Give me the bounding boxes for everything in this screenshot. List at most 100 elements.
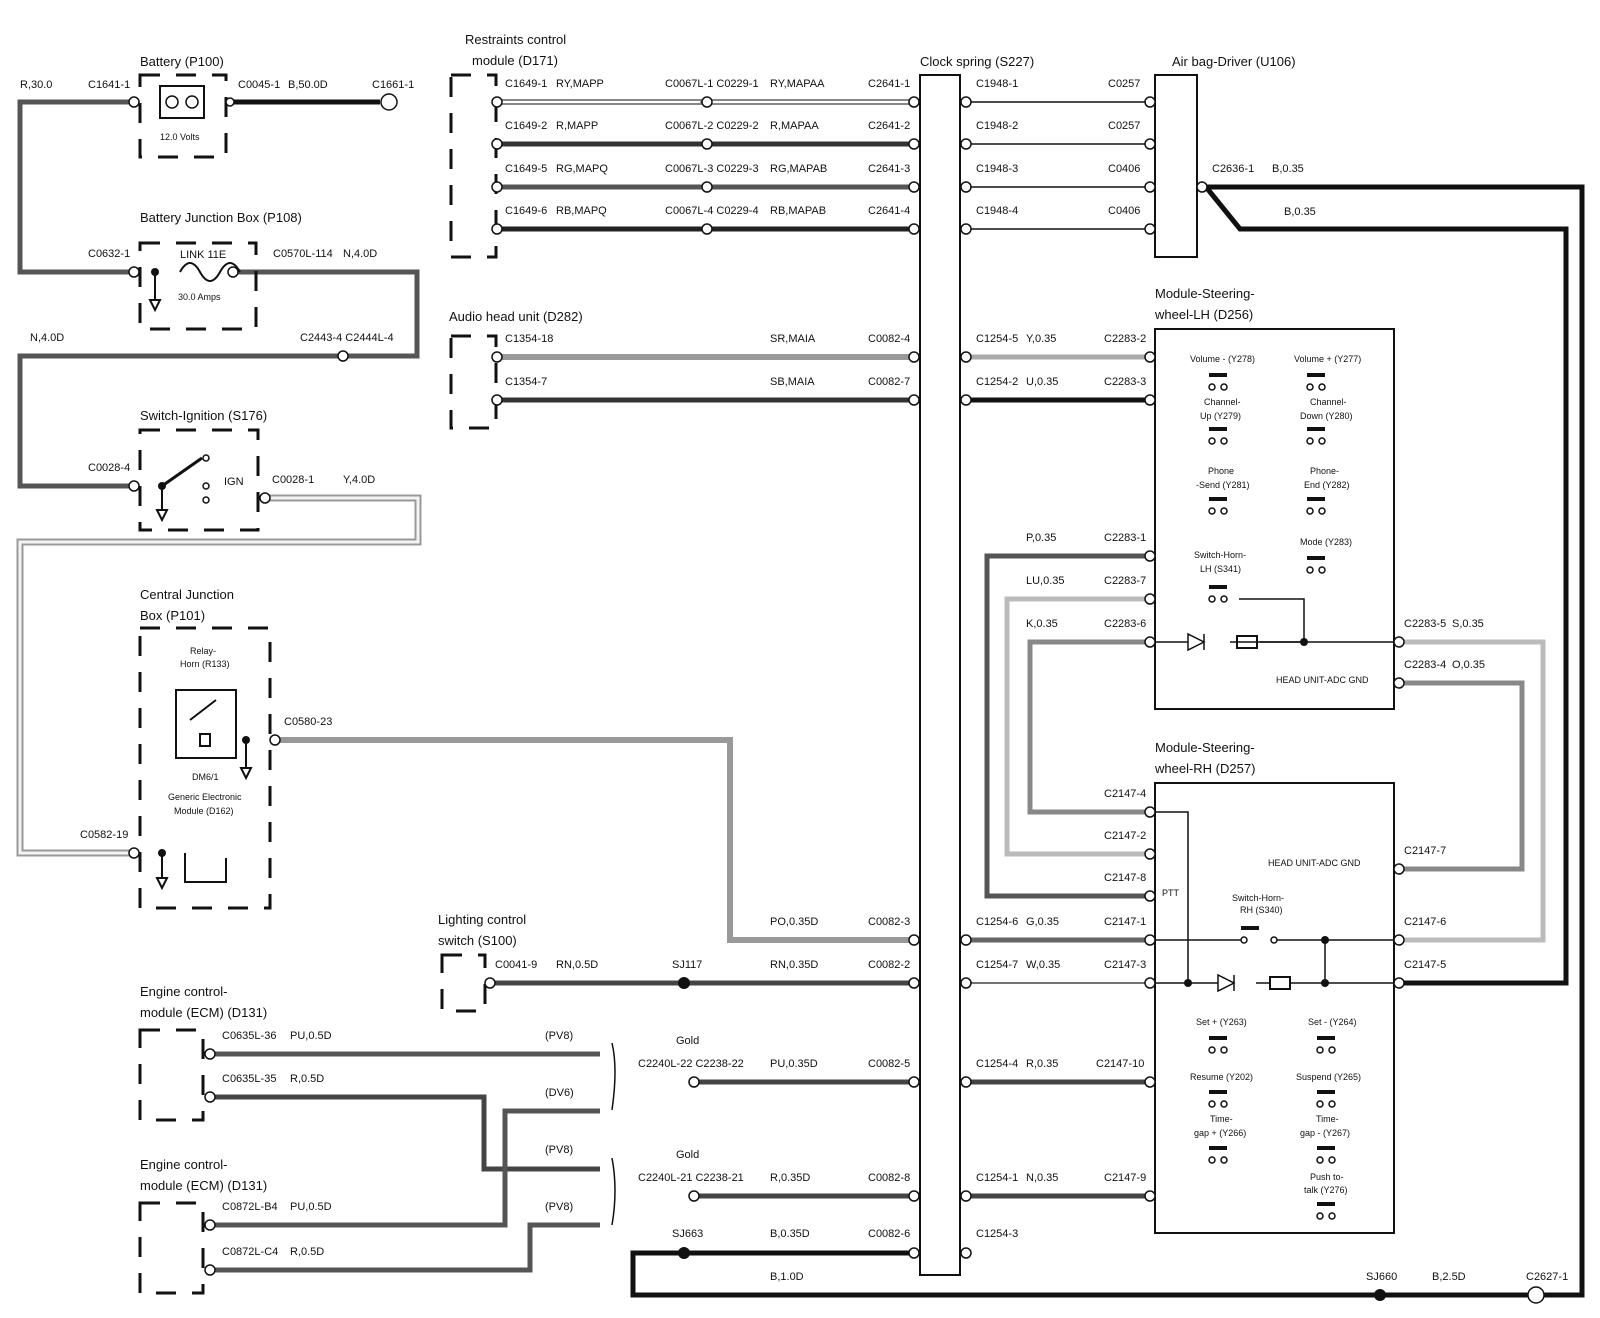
wire-label: C0570L-114 [273, 248, 333, 260]
swlh-box [1154, 328, 1395, 710]
wire-label: Module-Steering- [1155, 286, 1255, 301]
wire-label: R,0.5D [290, 1246, 324, 1258]
wire-label: C0406 [1108, 163, 1140, 175]
wire-label: C0580-23 [284, 716, 332, 728]
wire-label: C2240L-22 C2238-22 [638, 1058, 744, 1070]
battery-box [138, 73, 228, 159]
wire-label: PU,0.5D [290, 1030, 332, 1042]
pins [128, 93, 1545, 1304]
wire-label: B,50.0D [288, 79, 328, 91]
wire-label: C0082-8 [868, 1172, 910, 1184]
wire-label: (PV8) [545, 1144, 573, 1156]
wire-label: K,0.35 [1026, 618, 1058, 630]
wire-label: C1649-1 [505, 78, 547, 90]
wire-label: C0635L-35 [222, 1073, 276, 1085]
wire-label: B,0.35 [1284, 206, 1316, 218]
wire-label: Generic Electronic [168, 792, 242, 802]
wire-label: Channel- [1204, 397, 1241, 407]
wire-b035-a [1204, 185, 1569, 986]
led-icon [1187, 632, 1206, 652]
splice-sj117 [678, 977, 690, 989]
wire-label: R,30.0 [20, 79, 52, 91]
wire-label: C0067L-4 C0229-4 [665, 205, 759, 217]
wire-label: IGN [224, 476, 244, 488]
wire-s035 [1396, 639, 1546, 943]
relay-horn-box [175, 689, 237, 759]
wire-label: Switch-Horn- [1194, 550, 1246, 560]
wire-label: Relay- [190, 646, 216, 656]
wire-label: -Send (Y281) [1196, 480, 1250, 490]
wire-label: PTT [1162, 888, 1180, 898]
wire-label: Module-Steering- [1155, 740, 1255, 755]
wire-label: RY,MAPAA [770, 78, 825, 90]
wire-label: C0406 [1108, 205, 1140, 217]
wire-label: switch (S100) [438, 933, 517, 948]
wire-label: C1254-1 [976, 1172, 1018, 1184]
wire-label: C1661-1 [372, 79, 414, 91]
splice-sj660 [1374, 1289, 1386, 1301]
wire-label: Air bag-Driver (U106) [1172, 54, 1296, 69]
wire-label: C2283-4 [1404, 659, 1446, 671]
wire-label: End (Y282) [1304, 480, 1350, 490]
wire-label: C1948-4 [976, 205, 1018, 217]
cjb-box [138, 626, 272, 910]
wire-label: C2147-1 [1104, 916, 1146, 928]
wire-label: N,0.35 [1026, 1172, 1058, 1184]
wire-label: Up (Y279) [1200, 411, 1241, 421]
wire-label: Gold [676, 1035, 699, 1047]
wire-label: C0082-5 [868, 1058, 910, 1070]
wire-label: Set + (Y263) [1196, 1017, 1247, 1027]
wire-label: (PV8) [545, 1030, 573, 1042]
wire-label: gap - (Y267) [1300, 1128, 1350, 1138]
wire-label: C0872L-B4 [222, 1201, 278, 1213]
wire-label: Volume + (Y277) [1294, 354, 1361, 364]
wire-label: C2283-2 [1104, 333, 1146, 345]
wire-label: C0582-19 [80, 829, 128, 841]
wire-label: C0635L-36 [222, 1030, 276, 1042]
wire-lu035 [1004, 596, 1153, 857]
wire-label: B,1.0D [770, 1271, 804, 1283]
wire-label: PU,0.5D [290, 1201, 332, 1213]
wire-label: LU,0.35 [1026, 575, 1065, 587]
wire-label: G,0.35 [1026, 916, 1059, 928]
wire-b035-b [1206, 184, 1585, 1298]
wire-label: HEAD UNIT-ADC GND [1276, 675, 1369, 685]
wire-label: LH (S341) [1200, 564, 1241, 574]
wire-label: RG,MAPAB [770, 163, 827, 175]
wire-n4-bot [17, 353, 340, 489]
ground-c2627 [1527, 1286, 1545, 1304]
wire-n4-top [233, 269, 420, 359]
wire-label: C1254-7 [976, 959, 1018, 971]
wire-label: C1948-1 [976, 78, 1018, 90]
wire-p035 [984, 553, 1153, 899]
wire-label: RG,MAPQ [556, 163, 608, 175]
wire-label: N,4.0D [343, 248, 377, 260]
airbag-box [1154, 74, 1198, 258]
wire-label: R,0.35D [770, 1172, 810, 1184]
wire-label: talk (Y276) [1304, 1185, 1348, 1195]
wire-label: Set - (Y264) [1308, 1017, 1357, 1027]
wire-o035 [1396, 680, 1525, 872]
wire-label: C2283-1 [1104, 532, 1146, 544]
wire-po [275, 737, 918, 943]
wire-label: Phone- [1310, 466, 1339, 476]
wire-label: Engine control- [140, 984, 227, 999]
wire-label: Suspend (Y265) [1296, 1072, 1361, 1082]
wire-label: C1254-2 [976, 376, 1018, 388]
wire-label: C0067L-2 C0229-2 [665, 120, 759, 132]
wire-label: gap + (Y266) [1194, 1128, 1246, 1138]
wire-label: C0257 [1108, 78, 1140, 90]
wire-label: C2147-10 [1096, 1058, 1144, 1070]
ecm1-box [138, 1028, 205, 1122]
audio-box [449, 334, 498, 430]
wire-label: Audio head unit (D282) [449, 309, 583, 324]
bjb-box [138, 241, 258, 331]
wire-label: C2283-7 [1104, 575, 1146, 587]
wire-label: C2641-2 [868, 120, 910, 132]
wire-label: C2283-6 [1104, 618, 1146, 630]
wire-label: R,MAPAA [770, 120, 819, 132]
wire-label: C1649-5 [505, 163, 547, 175]
wire-label: S,0.35 [1452, 618, 1484, 630]
ecm2-box [138, 1201, 205, 1295]
wire-label: PO,0.35D [770, 916, 818, 928]
